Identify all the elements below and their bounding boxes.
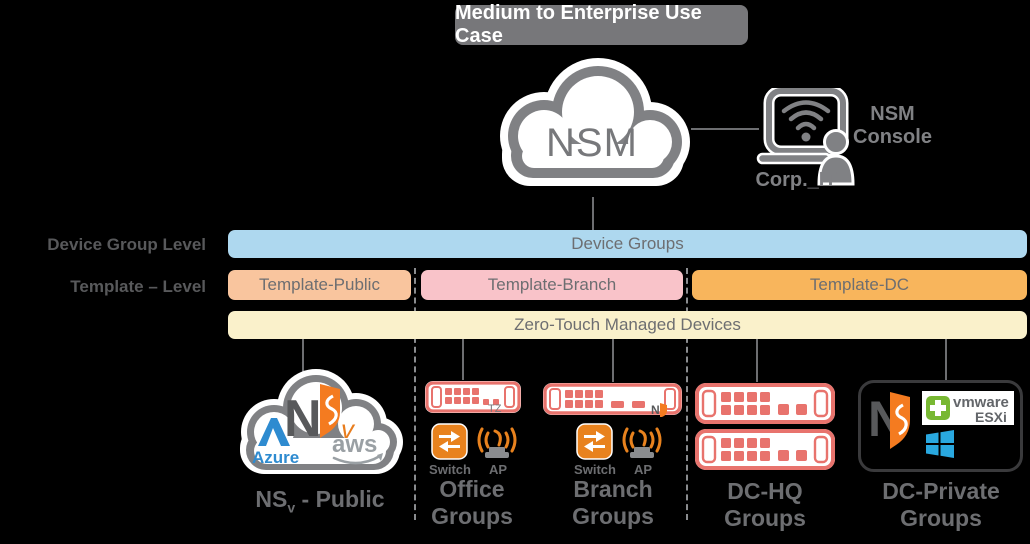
title-banner: Medium to Enterprise Use Case (455, 2, 748, 47)
aws-logo-text: aws (332, 431, 377, 458)
ns-logo-shield (890, 392, 910, 449)
nsm-cloud-label: NSM (546, 121, 638, 165)
user-icon (817, 129, 855, 186)
nsv-cloud-icon: N v Azure aws (240, 369, 403, 474)
template-public-bar: Template-Public (228, 270, 411, 300)
template-level-label: Template – Level (70, 277, 206, 296)
branch-ap-icon (622, 427, 662, 458)
ns-logo-v: v (341, 414, 356, 444)
ns-mini-logo-icon: N (651, 403, 667, 417)
cloud-console-connector (691, 128, 759, 130)
wifi-dot (801, 132, 811, 142)
cloud-bar-connector (592, 197, 594, 230)
page-title: Medium to Enterprise Use Case (455, 2, 702, 47)
office-groups-label: Office Groups (431, 476, 513, 530)
office-firewall-icon: TZ (425, 381, 521, 415)
zero-touch-bar: Zero-Touch Managed Devices (228, 311, 1027, 339)
vmware-logo-text: vmware (953, 394, 1009, 411)
nsm-console-label: NSM Console (853, 103, 932, 148)
ns-logo-s-curve (325, 394, 338, 426)
cloud-body (518, 76, 672, 168)
dc-hq-rack-icon-2 (695, 429, 835, 470)
azure-logo-text: Azure (252, 448, 299, 467)
office-ap-icon (477, 427, 517, 458)
branch-switch-icon (576, 423, 613, 460)
office-ap-label: AP (488, 462, 508, 477)
firewall-tz-tag: TZ (488, 403, 502, 415)
dashed-separator-left (414, 268, 416, 520)
dc-hq-groups-label: DC-HQ Groups (724, 478, 806, 532)
windows-logo-icon (926, 430, 954, 458)
connector-dc-hq (756, 339, 758, 382)
branch-firewall-icon: N (543, 383, 682, 417)
dashed-separator-right (686, 268, 688, 520)
device-groups-bar: Device Groups (228, 230, 1027, 258)
dc-hq-rack-icon-1 (695, 383, 835, 424)
connector-nsv (302, 339, 304, 372)
ns-logo-icon: N v (284, 384, 356, 448)
laptop-base (756, 152, 832, 165)
nsm-console-icon (756, 88, 855, 186)
aws-logo-icon: aws (332, 431, 383, 465)
nsv-public-label: NSv - Public (255, 486, 385, 516)
ns-logo-icon: N (868, 391, 910, 449)
nsm-cloud-icon: NSM (500, 58, 690, 186)
wifi-icon (781, 100, 831, 131)
ns-logo-shield (320, 384, 340, 438)
office-switch-icon (431, 423, 468, 460)
connector-branch (612, 339, 614, 382)
corp-it-caption: Corp._IT (755, 169, 837, 191)
ns-logo-s-curve (895, 403, 908, 436)
dc-private-groups-label: DC-Private Groups (882, 478, 1000, 532)
device-group-level-label: Device Group Level (47, 235, 206, 254)
template-branch-bar: Template-Branch (421, 270, 683, 300)
esxi-logo-text: ESXi (975, 409, 1007, 425)
svg-text:N: N (651, 403, 660, 417)
office-switch-label: Switch (429, 462, 471, 477)
azure-logo-icon: Azure (252, 418, 299, 467)
template-dc-bar: Template-DC (692, 270, 1027, 300)
dc-private-box (858, 380, 1023, 472)
branch-groups-label: Branch Groups (572, 476, 654, 530)
branch-ap-label: AP (633, 462, 653, 477)
branch-switch-label: Switch (574, 462, 616, 477)
ns-logo-n: N (284, 390, 322, 448)
laptop-screen (766, 88, 846, 154)
connector-dc-private (945, 339, 947, 380)
vmware-esxi-logo-icon: vmware ESXi (922, 391, 1014, 425)
connector-office (462, 339, 464, 380)
